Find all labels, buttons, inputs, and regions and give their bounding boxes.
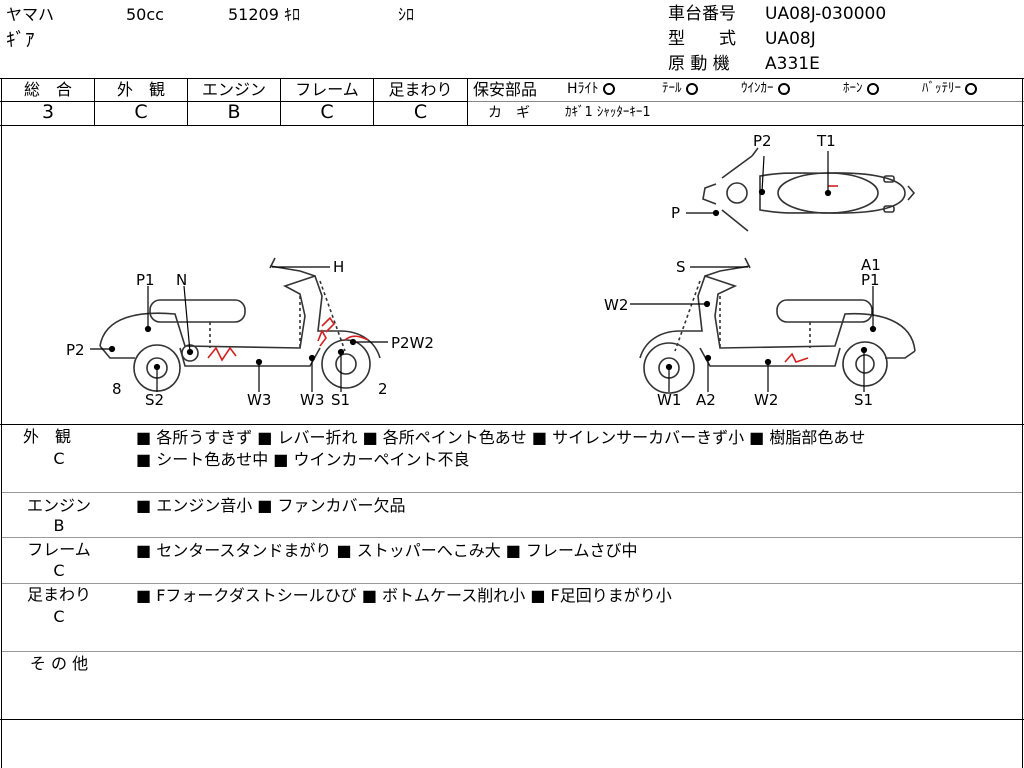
mileage: 51209 ｷﾛ (228, 5, 300, 24)
damage-mark (784, 352, 809, 363)
diagram-label: P1 (861, 271, 880, 289)
displacement: 50cc (126, 5, 164, 24)
diagram-label: 8 (112, 380, 122, 398)
diagram-label: W3 (247, 391, 271, 409)
section-grade: B (53, 516, 65, 535)
section-grade: C (53, 449, 65, 468)
diagram-label: A1 (861, 256, 881, 274)
diagram-label: A2 (696, 391, 716, 409)
section-note-line: ■ 各所うすきず ■ レバー折れ ■ 各所ペイント色あせ ■ サイレンサーカバー… (136, 428, 866, 447)
model-name: ｷﾞｱ (6, 29, 35, 51)
damage-mark (321, 316, 336, 333)
damage-mark (207, 346, 237, 362)
engine-value: A331E (765, 54, 820, 74)
grade-frame-label: フレーム (295, 80, 359, 99)
section-grade: C (53, 607, 65, 626)
grade-frame-value: C (320, 101, 334, 123)
frame-number-value: UA08J-030000 (765, 4, 887, 24)
diagram-label: N (176, 271, 187, 289)
maker: ヤマハ (6, 5, 55, 24)
diagram-label: P2 (753, 132, 772, 150)
safety-item-horn: ﾎｰﾝ (843, 82, 879, 95)
color: ｼﾛ (398, 5, 415, 24)
diagram-label: P2W2 (391, 334, 434, 352)
key-label: カ ギ (488, 105, 530, 121)
frame-number-label: 車台番号 (668, 4, 736, 24)
grade-overall-value: 3 (41, 101, 55, 123)
section-label: フレーム (27, 540, 91, 559)
section-label: 足まわり (26, 585, 91, 604)
safety-item-headlight: Hﾗｲﾄ (567, 82, 615, 96)
diagram-label: W2 (754, 391, 778, 409)
diagram-label: S (676, 258, 686, 276)
safety-item-tail: ﾃｰﾙ (662, 82, 698, 95)
damage-mark (317, 329, 327, 347)
diagram-label: P1 (136, 271, 155, 289)
section-grade: C (53, 561, 65, 580)
diagram-label: 2 (378, 380, 388, 398)
section-note-line: ■ Fフォークダストシールひび ■ ボトムケース削れ小 ■ F足回りまがり小 (136, 586, 672, 605)
diagram-label: P2 (66, 341, 85, 359)
grade-engine-value: B (227, 101, 241, 123)
scooter-right-view (639, 257, 916, 394)
diagram-label: P (671, 204, 680, 222)
key-value: ｶｷﾞ1 ｼｬｯﾀｰｷｰ1 (565, 105, 651, 120)
diagram-label: H (333, 258, 344, 276)
ok-circle-icon (866, 82, 879, 95)
section-label: そ の 他 (29, 654, 89, 673)
section-label: エンジン (26, 496, 91, 515)
engine-label: 原 動 機 (668, 54, 730, 74)
grade-exterior-label: 外 観 (116, 80, 165, 99)
section-note-line: ■ シート色あせ中 ■ ウインカーペイント不良 (136, 450, 470, 469)
section-note-line: ■ センタースタンドまがり ■ ストッパーへこみ大 ■ フレームさび中 (136, 541, 638, 560)
ok-circle-icon (777, 82, 790, 95)
scooter-damage-diagram: P2 T1 P P1 N H P2 P2W2 8 2 S2 W3 W3 S1 S… (66, 132, 916, 409)
ok-circle-icon (602, 83, 615, 95)
safety-parts-title: 保安部品 (473, 80, 538, 99)
scooter-top-view (702, 147, 916, 232)
type-value: UA08J (765, 29, 816, 49)
section-note-line: ■ エンジン音小 ■ ファンカバー欠品 (136, 496, 406, 515)
grade-overall-label: 総 合 (23, 80, 72, 99)
ok-circle-icon (965, 82, 977, 95)
diagram-label: S2 (145, 391, 164, 409)
grade-suspension-label: 足まわり (388, 80, 453, 99)
type-label: 型 式 (668, 29, 736, 49)
diagram-label: S1 (854, 391, 873, 409)
diagram-label: T1 (816, 132, 836, 150)
diagram-label: W3 (300, 391, 324, 409)
grade-suspension-value: C (413, 101, 428, 123)
safety-item-battery: ﾊﾞｯﾃﾘｰ (922, 82, 977, 95)
ok-circle-icon (685, 82, 698, 95)
diagram-label: W1 (657, 391, 681, 409)
grade-exterior-value: C (134, 101, 148, 123)
grade-engine-label: エンジン (201, 80, 266, 99)
damage-mark (344, 335, 369, 341)
diagram-label: S1 (331, 391, 350, 409)
safety-item-winker: ｳｲﾝｶｰ (741, 82, 790, 95)
diagram-label: W2 (604, 296, 628, 314)
section-label: 外 観 (22, 427, 71, 446)
